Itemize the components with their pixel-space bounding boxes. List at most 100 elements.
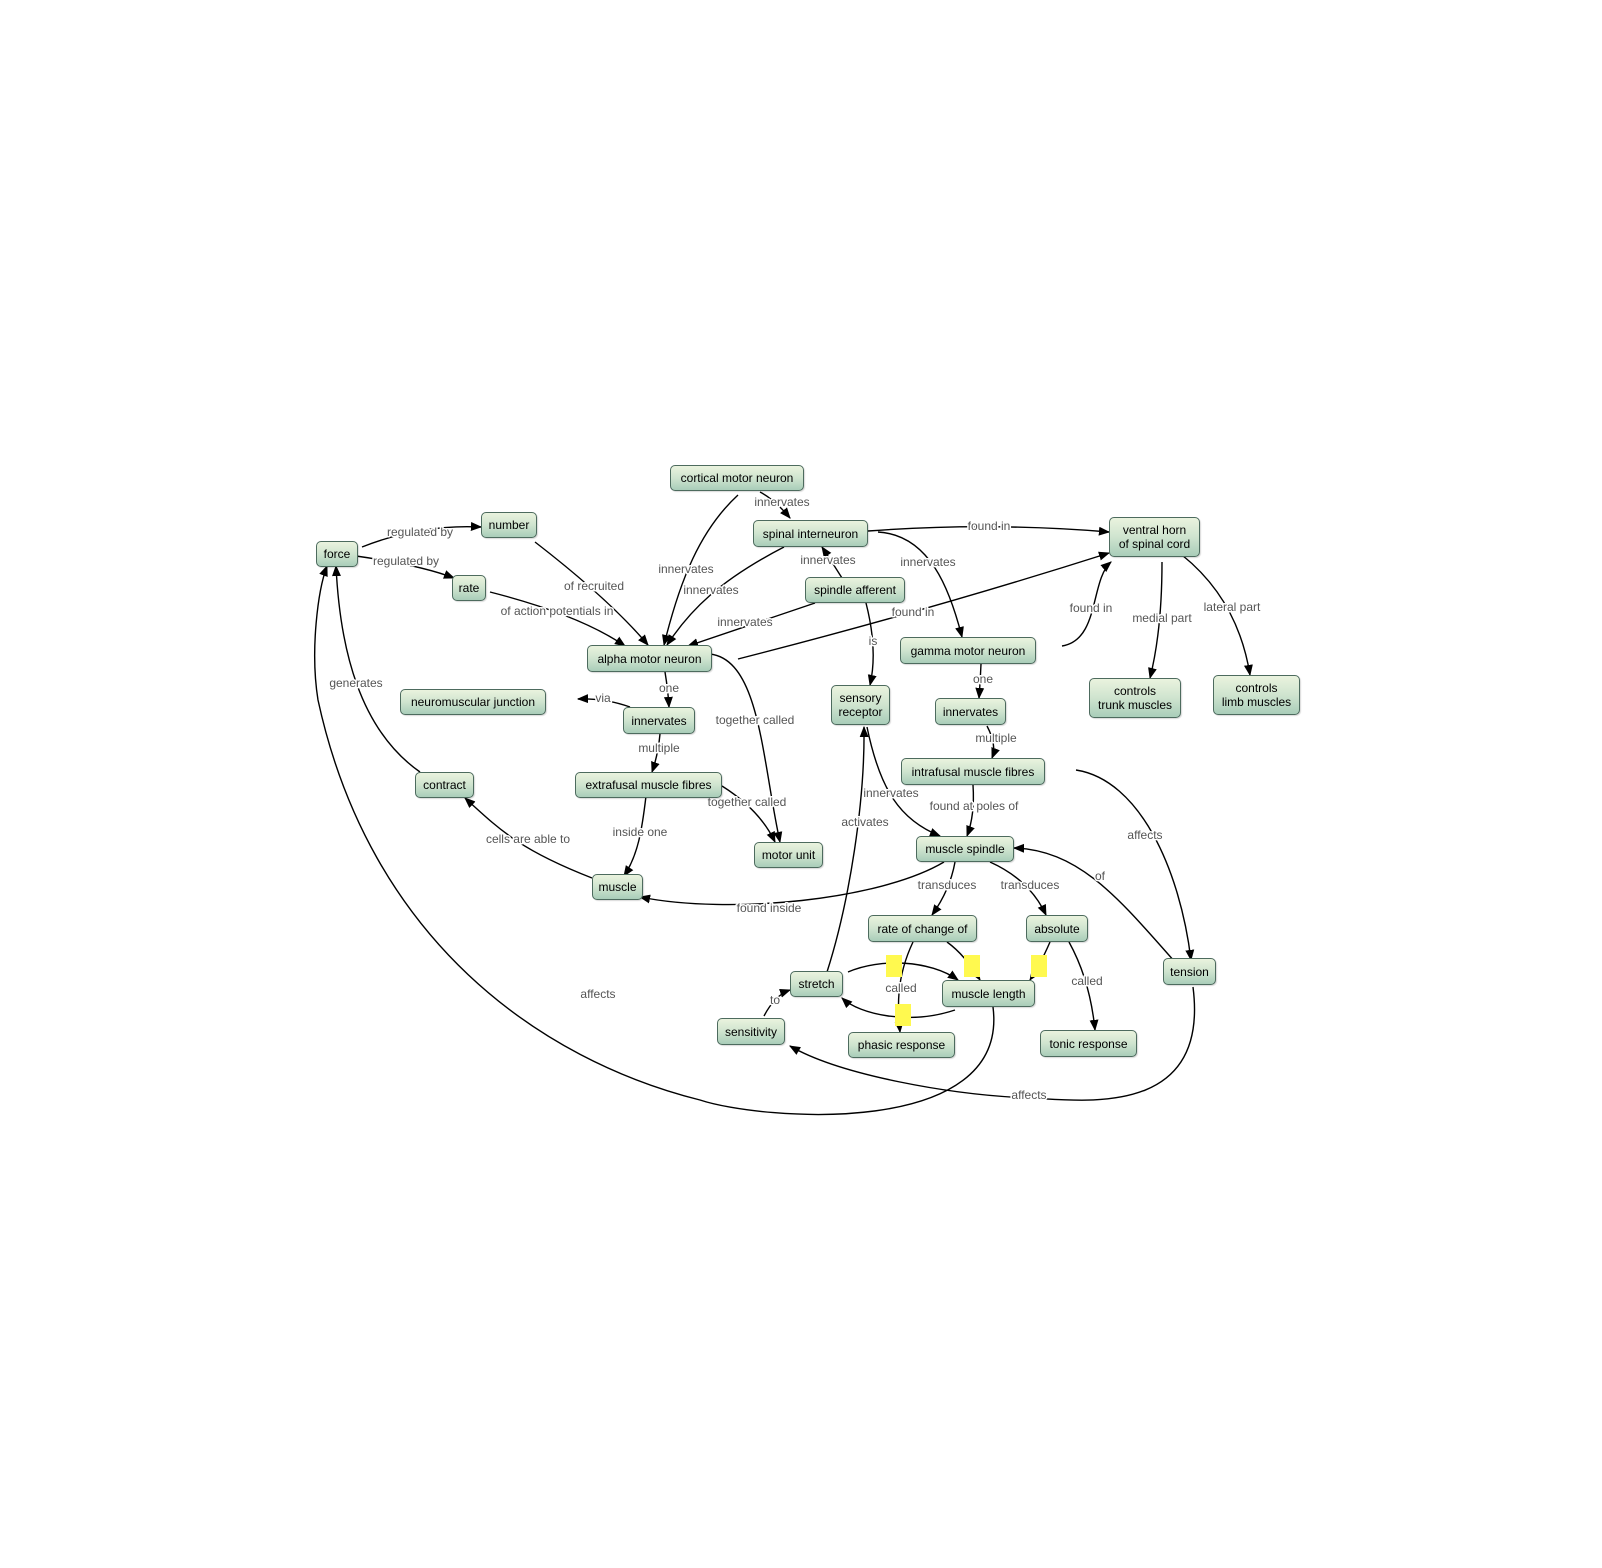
node-tension[interactable]: tension xyxy=(1163,958,1216,985)
link-label-sa-innervates-si[interactable]: innervates xyxy=(799,552,857,569)
node-number[interactable]: number xyxy=(481,512,537,538)
link-label-gmn-found-in[interactable]: found in xyxy=(1068,600,1114,617)
edge-spindle-afferent-to-sensory-receptor xyxy=(865,602,877,687)
node-innervates-gamma[interactable]: innervates xyxy=(935,698,1006,725)
node-stretch[interactable]: stretch xyxy=(790,971,843,997)
link-label-of-recruited[interactable]: of recruited xyxy=(562,578,625,595)
link-label-si-found-in[interactable]: found in xyxy=(966,518,1012,535)
edge-spindle-afferent-to-alpha-motor-neuron xyxy=(686,602,816,648)
link-label-generates[interactable]: generates xyxy=(328,675,384,692)
link-label-sa-is[interactable]: is xyxy=(867,633,879,650)
link-label-activates[interactable]: activates xyxy=(840,814,890,831)
edge-cortical-to-spinal-interneuron xyxy=(759,491,791,519)
annotation-note[interactable] xyxy=(886,955,902,977)
edge-alpha-motor-neuron-found-in xyxy=(737,551,1111,660)
link-label-si-innervates-amn[interactable]: innervates xyxy=(682,582,740,599)
link-label-si-innervates-gmn[interactable]: innervates xyxy=(899,554,957,571)
edge-innervates-multiple-extrafusal xyxy=(651,733,661,774)
link-label-transduces-rate[interactable]: transduces xyxy=(916,877,978,894)
node-muscle[interactable]: muscle xyxy=(592,874,643,900)
node-intrafusal[interactable]: intrafusal muscle fibres xyxy=(901,758,1045,785)
annotation-note[interactable] xyxy=(1031,955,1047,977)
edge-absolute-to-tonic-response xyxy=(1068,941,1099,1032)
edge-muscle-length-to-force xyxy=(314,564,995,1116)
link-label-gmn-multiple[interactable]: multiple xyxy=(974,730,1019,747)
node-spindle-afferent[interactable]: spindle afferent xyxy=(805,577,905,603)
edge-extrafusal-to-motor-unit xyxy=(721,785,776,844)
link-label-ef-together-called[interactable]: together called xyxy=(706,794,788,811)
link-label-via[interactable]: via xyxy=(594,690,613,707)
annotation-note[interactable] xyxy=(964,955,980,977)
edge-ventral-horn-medial-part xyxy=(1148,561,1163,680)
link-label-affects-tension[interactable]: affects xyxy=(1126,827,1164,844)
edge-muscle-spindle-to-rate-of-change xyxy=(931,861,956,916)
edge-muscle-to-contract xyxy=(464,797,593,879)
node-muscle-spindle[interactable]: muscle spindle xyxy=(916,836,1014,862)
edge-muscle-length-to-stretch xyxy=(841,997,956,1019)
edge-rate-to-alpha-motor-neuron xyxy=(489,591,626,647)
link-label-amn-multiple[interactable]: multiple xyxy=(637,740,682,757)
link-label-cells-able-to[interactable]: cells are able to xyxy=(484,831,571,848)
node-ventral-horn[interactable]: ventral horn of spinal cord xyxy=(1109,517,1200,557)
link-label-amn-together-called[interactable]: together called xyxy=(714,712,796,729)
node-controls-limb[interactable]: controls limb muscles xyxy=(1213,675,1300,715)
node-motor-unit[interactable]: motor unit xyxy=(754,842,823,868)
edge-intrafusal-to-tension xyxy=(1075,769,1195,962)
node-contract[interactable]: contract xyxy=(415,772,474,798)
link-label-sr-innervates-ms[interactable]: innervates xyxy=(862,785,920,802)
node-cortical-motor-neuron[interactable]: cortical motor neuron xyxy=(670,465,804,491)
node-rate-of-change[interactable]: rate of change of xyxy=(868,915,977,942)
edge-spinal-interneuron-to-alpha-motor-neuron xyxy=(666,546,785,646)
link-label-gmn-one[interactable]: one xyxy=(971,671,994,688)
node-absolute[interactable]: absolute xyxy=(1026,915,1088,942)
link-label-found-inside[interactable]: found inside xyxy=(735,900,803,917)
link-label-inside-one[interactable]: inside one xyxy=(611,824,669,841)
edge-innervates-via-junction xyxy=(576,694,631,708)
link-label-to[interactable]: to xyxy=(768,992,781,1009)
link-label-sa-innervates-amn[interactable]: innervates xyxy=(716,614,774,631)
node-neuromuscular-junction[interactable]: neuromuscular junction xyxy=(400,689,546,715)
link-label-amn-found-in[interactable]: found in xyxy=(890,604,936,621)
node-sensitivity[interactable]: sensitivity xyxy=(717,1018,785,1045)
link-label-affects-force[interactable]: affects xyxy=(579,986,617,1003)
link-label-cm-innervates-si[interactable]: innervates xyxy=(753,494,811,511)
link-label-called-tonic[interactable]: called xyxy=(1070,973,1104,990)
edge-alpha-motor-neuron-one-innervates xyxy=(663,671,673,709)
link-label-force-regulated-rate[interactable]: regulated by xyxy=(371,553,440,570)
link-label-cm-innervates-amn[interactable]: innervates xyxy=(657,561,715,578)
link-label-lateral-part[interactable]: lateral part xyxy=(1202,599,1262,616)
edge-intrafusal-to-muscle-spindle xyxy=(966,784,975,838)
edge-muscle-spindle-to-absolute xyxy=(989,861,1047,917)
node-extrafusal[interactable]: extrafusal muscle fibres xyxy=(575,772,722,798)
link-label-found-at-poles[interactable]: found at poles of xyxy=(928,798,1020,815)
edge-force-to-rate xyxy=(355,555,456,579)
node-muscle-length[interactable]: muscle length xyxy=(942,980,1035,1007)
link-label-transduces-absolute[interactable]: transduces xyxy=(999,877,1061,894)
link-label-amn-one[interactable]: one xyxy=(657,680,680,697)
node-force[interactable]: force xyxy=(316,541,358,567)
node-innervates-alpha[interactable]: innervates xyxy=(623,707,695,734)
node-sensory-receptor[interactable]: sensory receptor xyxy=(831,685,890,725)
node-alpha-motor-neuron[interactable]: alpha motor neuron xyxy=(587,645,712,672)
edge-sensitivity-to-stretch xyxy=(763,988,792,1017)
node-spinal-interneuron[interactable]: spinal interneuron xyxy=(753,520,868,547)
node-controls-trunk[interactable]: controls trunk muscles xyxy=(1089,678,1181,718)
edge-cortical-to-alpha-motor-neuron xyxy=(662,494,739,647)
link-label-called-phasic[interactable]: called xyxy=(884,980,918,997)
node-tonic-response[interactable]: tonic response xyxy=(1040,1030,1137,1057)
link-label-affects-sensitivity[interactable]: affects xyxy=(1010,1087,1048,1104)
link-label-of-action-potentials[interactable]: of action potentials in xyxy=(499,603,615,620)
edge-spinal-interneuron-to-gamma-motor-neuron xyxy=(877,531,964,639)
edge-tension-to-muscle-spindle xyxy=(1012,843,1176,963)
link-label-force-regulated-number[interactable]: regulated by xyxy=(385,524,454,541)
link-label-medial-part[interactable]: medial part xyxy=(1131,610,1194,627)
edge-spindle-afferent-to-spinal-interneuron xyxy=(821,546,843,579)
link-label-of-tension[interactable]: of xyxy=(1093,868,1107,885)
node-gamma-motor-neuron[interactable]: gamma motor neuron xyxy=(900,637,1036,664)
edge-innervates-multiple-intrafusal xyxy=(986,725,1000,760)
annotation-note[interactable] xyxy=(895,1004,911,1026)
node-rate[interactable]: rate xyxy=(452,575,486,601)
edge-force-to-number xyxy=(361,522,483,548)
node-phasic-response[interactable]: phasic response xyxy=(848,1032,955,1058)
